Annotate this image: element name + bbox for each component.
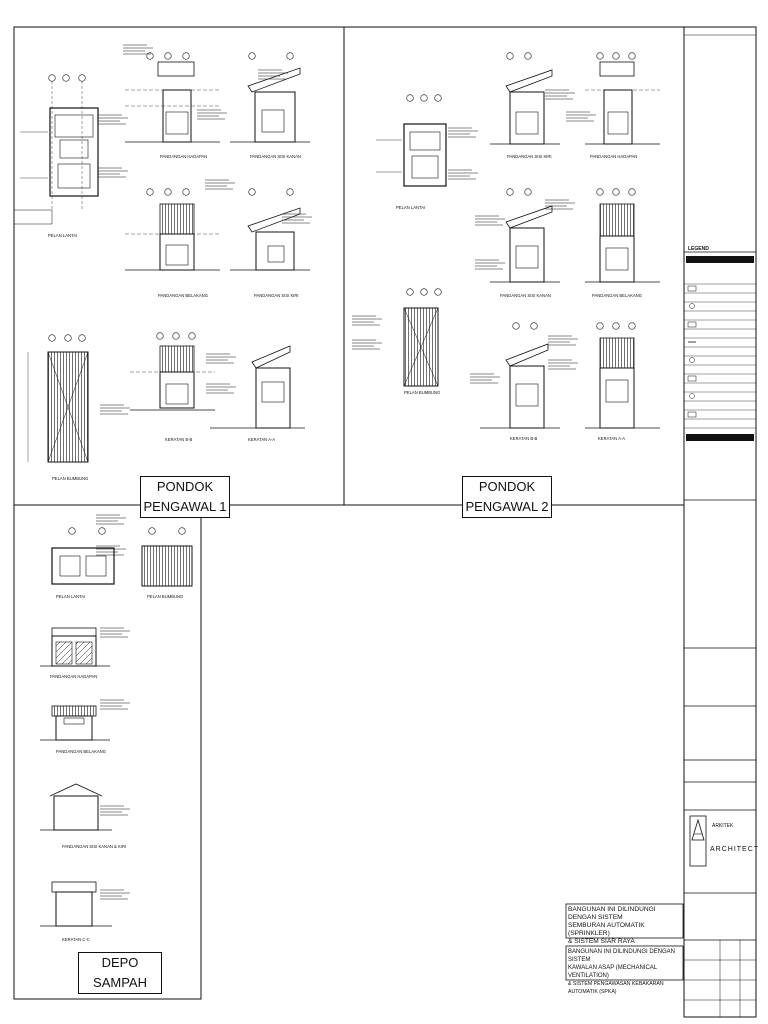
view-label: PANDANGAN SISI KIRI	[254, 293, 299, 298]
view-label: PANDANGAN HADAPAN	[590, 154, 637, 159]
p1-section-aa	[205, 345, 305, 429]
view-label: PANDANGAN HADAPAN	[50, 674, 97, 679]
d-section-cc	[40, 881, 131, 927]
p1-left-elevation	[230, 188, 313, 271]
view-label: KERATAN B-B	[165, 437, 193, 442]
panel-title-pondok-1: PONDOK PENGAWAL 1	[140, 476, 230, 518]
p1-front-elevation	[122, 44, 228, 143]
p1-roof-plan	[27, 334, 89, 463]
p2-floor-plan	[376, 94, 479, 187]
pondok-pengawal-2-panel	[351, 52, 660, 429]
ventilation-notice: BANGUNAN INI DILINDUNGI DENGAN SISTEM KA…	[568, 948, 682, 996]
p2-back-elevation	[544, 188, 660, 283]
view-label: PANDANGAN SISI KANAN	[500, 293, 551, 298]
p2-front-elevation	[565, 52, 660, 145]
d-side-elevation	[40, 783, 131, 831]
view-label: PANDANGAN BELAKANG	[158, 293, 208, 298]
p1-back-elevation	[125, 179, 236, 271]
p2-roof-plan	[351, 288, 442, 387]
view-label: PELAN BUMBUNG	[147, 594, 183, 599]
p1-floor-plan	[13, 74, 129, 225]
view-label: PANDANGAN SISI KANAN & KIRI	[62, 844, 126, 849]
view-label: PANDANGAN SISI KIRI	[507, 154, 552, 159]
p1-section-bb	[99, 332, 215, 415]
view-label: KERATAN C-C	[62, 937, 90, 942]
p2-right-elevation	[474, 188, 560, 283]
view-label: PELAN LANTAI	[48, 233, 77, 238]
sprinkler-notice: BANGUNAN INI DILINDUNGI DENGAN SISTEM SE…	[568, 906, 682, 946]
view-label: PELAN BUMBUNG	[52, 476, 88, 481]
view-label: PELAN LANTAI	[56, 594, 85, 599]
pondok-pengawal-1-panel	[13, 44, 313, 463]
legend-heading: LEGEND	[688, 246, 709, 252]
panel-title-pondok-2: PONDOK PENGAWAL 2	[462, 476, 552, 518]
d-floor-plan	[51, 514, 127, 585]
p1-right-elevation	[230, 52, 310, 143]
notice-line: & SISTEM SIAR RAYA	[568, 938, 635, 945]
depo-sampah-panel	[40, 514, 193, 927]
view-label: PELAN BUMBUNG	[404, 390, 440, 395]
sheet-border	[13, 26, 757, 1018]
d-front-elevation	[40, 627, 131, 667]
notice-line: & SISTEM PENGAWASAN KEBAKARAN AUTOMATIK …	[568, 981, 664, 995]
d-back-elevation	[40, 699, 131, 741]
view-label: PANDANGAN HADAPAN	[160, 154, 207, 159]
notice-boxes	[565, 903, 684, 981]
panel-title-depo-sampah: DEPO SAMPAH	[78, 952, 162, 994]
title-block	[684, 34, 756, 1017]
view-label: PANDANGAN BELAKANG	[56, 749, 106, 754]
notice-line: BANGUNAN INI DILINDUNGI DENGAN SISTEM	[568, 949, 676, 963]
d-roof-plan	[141, 527, 193, 587]
notice-line: KAWALAN ASAP (MECHANICAL VENTILATION)	[568, 965, 657, 979]
view-label: KERATAN B-B	[510, 436, 538, 441]
view-label: KERATAN A-A	[248, 437, 275, 442]
p2-section-bb	[469, 322, 560, 429]
view-label: PANDANGAN BELAKANG	[592, 293, 642, 298]
firm-name-large: ARCHITECT	[710, 846, 760, 853]
p2-section-aa	[547, 322, 660, 429]
view-label: PELAN LANTAI	[396, 205, 425, 210]
notice-line: BANGUNAN INI DILINDUNGI DENGAN SISTEM	[568, 906, 656, 921]
firm-name-small: ARKITEK	[712, 823, 734, 829]
view-label: PANDANGAN SISI KANAN	[250, 154, 301, 159]
view-label: KERATAN A-A	[598, 436, 625, 441]
view-labels: PELAN LANTAI PANDANGAN HADAPAN PANDANGAN…	[48, 154, 642, 942]
notice-line: SEMBURAN AUTOMATIK (SPRINKLER)	[568, 922, 645, 937]
p2-left-elevation	[490, 52, 576, 145]
